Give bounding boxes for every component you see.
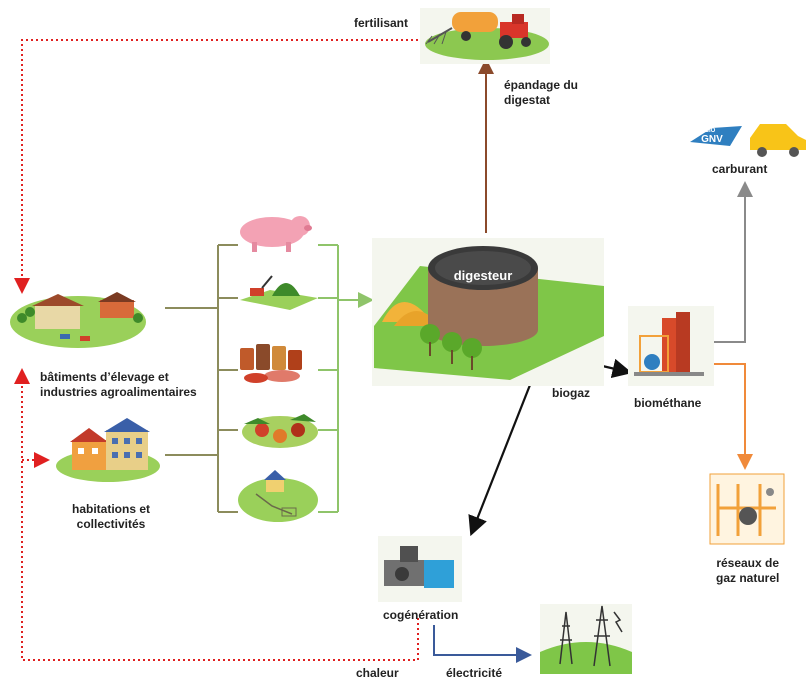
gas-network-line-2: gaz naturel [716, 571, 780, 585]
biomethane-label: biométhane [634, 396, 702, 410]
gas-network-line-1: réseaux de [716, 556, 780, 570]
gnv-badge-text: GNV [701, 134, 723, 145]
feed-bracket-right [318, 244, 374, 513]
cogeneration-engine-icon [378, 536, 462, 602]
fuel-arrow [714, 181, 753, 343]
vegetables-icon [242, 414, 318, 448]
gas-network-icon [709, 473, 785, 545]
biogas-label: biogaz [552, 386, 590, 400]
digestate-spreading-line-2: digestat [504, 93, 551, 107]
pig-icon [240, 216, 312, 252]
feed-bracket [165, 244, 238, 513]
farm-buildings-label: bâtiments d’élevage et industries agroal… [40, 370, 197, 400]
fuel-label: carburant [712, 162, 768, 176]
farm-buildings-line-1: bâtiments d’élevage et [40, 370, 169, 384]
digestate-spreading-label: épandage du digestat [504, 78, 578, 108]
electricity-label: électricité [446, 666, 503, 680]
housing-line-2: collectivités [76, 517, 146, 531]
fertilizer-label: fertilisant [354, 16, 409, 30]
digestate-spreading-line-1: épandage du [504, 78, 579, 92]
digester-label: digesteur [454, 268, 513, 283]
farm-buildings-line-2: industries agroalimentaires [40, 385, 197, 399]
power-lines-icon [540, 604, 632, 674]
tractor-spreader-icon [420, 8, 550, 64]
town-houses-icon [56, 418, 160, 482]
mower-grass-icon [240, 275, 318, 310]
canned-food-icon [240, 344, 302, 383]
gnv-car-icon [690, 124, 806, 157]
electricity-arrow [433, 625, 532, 663]
house-septic-icon [238, 470, 318, 522]
biomethane-unit-icon [628, 306, 714, 386]
heat-loop-arrow [14, 368, 419, 661]
heat-label: chaleur [356, 666, 399, 680]
gas-network-label: réseaux de gaz naturel [716, 556, 779, 586]
digester-icon [372, 238, 604, 386]
housing-label: habitations et collectivités [72, 502, 150, 532]
cogeneration-label: cogénération [383, 608, 459, 622]
housing-line-1: habitations et [72, 502, 151, 516]
farm-buildings-icon [10, 292, 146, 348]
gnv-badge-top: BIO [705, 128, 716, 134]
fertilizer-loop-arrow [14, 39, 418, 294]
gas-network-arrow [714, 363, 753, 470]
